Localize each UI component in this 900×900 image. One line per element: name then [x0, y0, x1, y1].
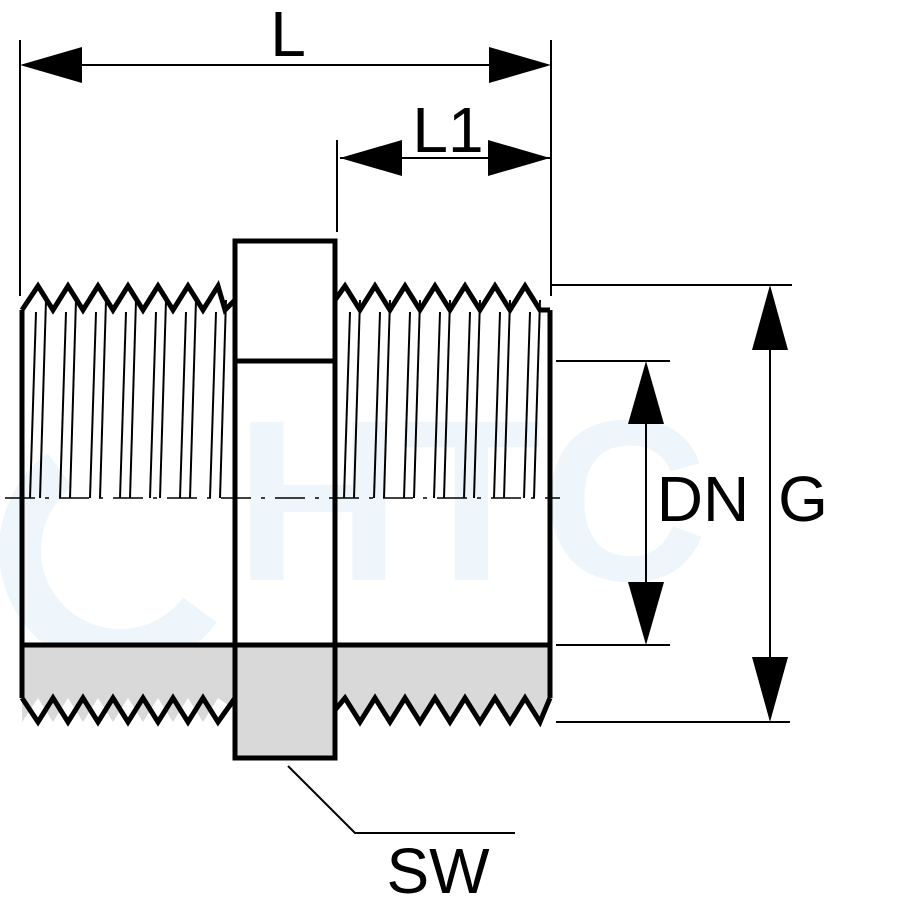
right-threaded-end: [332, 281, 553, 728]
right-thread-lines: [343, 299, 541, 499]
leader-sw: [287, 765, 515, 834]
left-threaded-end: [19, 279, 238, 727]
dimension-l1: [336, 140, 550, 232]
hex-collar: [232, 238, 338, 761]
dimension-g: [552, 284, 792, 723]
label-g: G: [778, 463, 828, 535]
label-dn: DN: [657, 463, 749, 535]
watermark-text: HTC: [235, 372, 708, 629]
dimension-dn: [556, 360, 670, 646]
watermark-logo: HTC: [0, 372, 708, 671]
dimension-l: [19, 40, 552, 296]
label-sw: SW: [386, 835, 490, 900]
section-fill: [22, 645, 550, 758]
label-l1: L1: [412, 94, 483, 166]
label-l: L: [270, 0, 306, 70]
left-thread-lines: [29, 299, 227, 499]
